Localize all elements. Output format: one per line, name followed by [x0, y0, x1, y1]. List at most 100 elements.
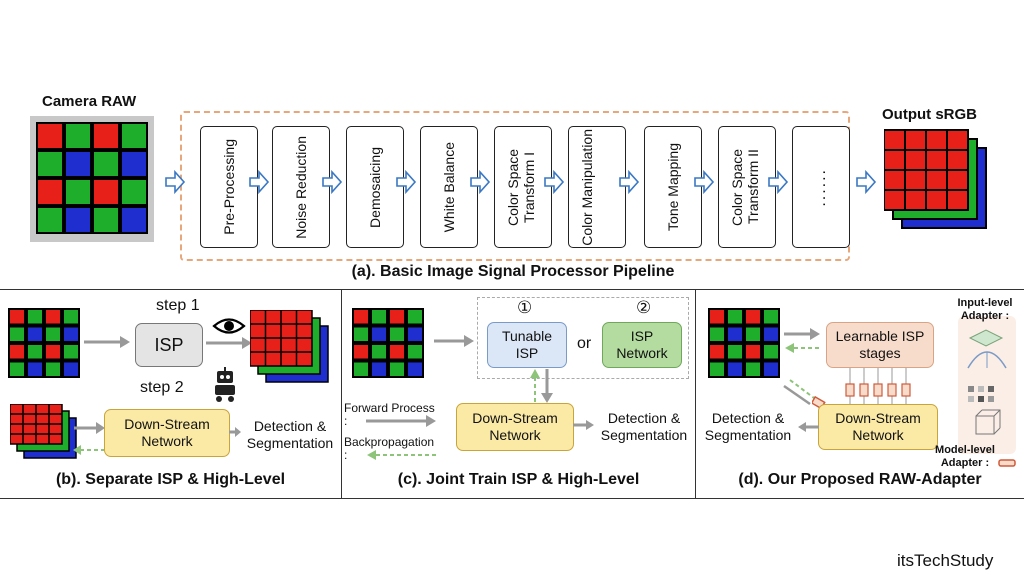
bayer-cell — [28, 327, 42, 341]
bayer-cell — [746, 345, 760, 359]
camera-raw-grid — [30, 116, 154, 242]
input-adapter-panel — [958, 316, 1016, 454]
isp-box: ISP — [135, 323, 203, 367]
bayer-cell — [38, 180, 62, 204]
arrows-c-vertical — [530, 369, 553, 403]
downstream-network-b: Down-Stream Network — [104, 409, 230, 457]
eye-icon — [212, 318, 246, 334]
bayer-cell — [122, 124, 146, 148]
arrow-d-left — [798, 422, 819, 432]
bayer-cell — [372, 327, 386, 341]
adapter-connections — [783, 368, 911, 406]
bayer-cell — [64, 327, 78, 341]
isp-options-frame — [477, 297, 689, 379]
arrow-icon — [396, 169, 417, 195]
caption-b: (b). Separate ISP & High-Level — [55, 471, 286, 488]
arrow-b-right — [229, 427, 241, 437]
bayer-cell — [122, 180, 146, 204]
bayer-cell — [354, 362, 368, 376]
bayer-cell — [710, 310, 724, 324]
bayer-cell — [46, 362, 60, 376]
raw-mosaic-b-icon — [8, 308, 80, 378]
stage-color-space-transform-1: Color Space Transform I — [494, 126, 552, 248]
watermark: itsTechStudy — [897, 551, 994, 570]
bayer-cell — [728, 362, 742, 376]
model-level-adapter-label: Model-level Adapter : — [935, 444, 995, 469]
bayer-cell — [390, 327, 404, 341]
bayer-cell — [728, 327, 742, 341]
divider-horizontal — [0, 289, 1024, 290]
caption-d: (d). Our Proposed RAW-Adapter — [738, 471, 982, 488]
forward-colon: : — [344, 414, 348, 428]
bayer-cell — [408, 345, 422, 359]
bayer-cell — [94, 152, 118, 176]
stage-pre-processing: Pre-Processing — [200, 126, 258, 248]
bayer-cell — [64, 310, 78, 324]
adapter-filters-icon — [967, 329, 1007, 435]
bayer-cell — [746, 327, 760, 341]
bayer-cell — [46, 327, 60, 341]
bayer-cell — [710, 345, 724, 359]
raw-mosaic-d-icon — [708, 308, 780, 378]
stage-color-manipulation: Color Manipulation — [568, 126, 626, 248]
bayer-cell — [66, 180, 90, 204]
bayer-cell — [408, 362, 422, 376]
bayer-cell — [728, 345, 742, 359]
bayer-cell — [372, 345, 386, 359]
camera-raw-label: Camera RAW — [42, 93, 137, 110]
legend-forward-arrow — [366, 415, 436, 427]
bayer-cell — [390, 362, 404, 376]
arrow-icon — [619, 169, 640, 195]
bayer-cell — [46, 310, 60, 324]
output-srgb-stack-icon — [884, 129, 987, 229]
backprop-label: Backpropagation — [344, 435, 435, 449]
arrow-icon — [544, 169, 565, 195]
bayer-cell — [710, 362, 724, 376]
bayer-cell — [354, 327, 368, 341]
arrow-icon — [856, 169, 877, 195]
caption-c: (c). Joint Train ISP & High-Level — [397, 471, 640, 488]
bayer-cell — [764, 345, 778, 359]
bayer-cell — [94, 124, 118, 148]
robot-icon — [215, 367, 235, 402]
arrow-isp-to-srgb — [206, 337, 252, 349]
stage-color-space-transform-2: Color Space Transform II — [718, 126, 776, 248]
divider-vertical-1 — [341, 290, 342, 498]
detection-segmentation-d: Detection & Segmentation — [704, 410, 792, 443]
isp-network-box: ISP Network — [602, 322, 682, 368]
bayer-cell — [372, 310, 386, 324]
bayer-cell — [10, 327, 24, 341]
learnable-isp-stages-box: Learnable ISP stages — [826, 322, 934, 368]
legend-backprop-arrow — [367, 450, 436, 460]
stage-white-balance: White Balance — [420, 126, 478, 248]
output-srgb-label: Output sRGB — [882, 106, 977, 123]
bayer-cell — [354, 345, 368, 359]
stage-noise-reduction: Noise Reduction — [272, 126, 330, 248]
bayer-cell — [408, 310, 422, 324]
bayer-cell — [38, 124, 62, 148]
bayer-cell — [94, 180, 118, 204]
bayer-cell — [710, 327, 724, 341]
tunable-isp-box: Tunable ISP — [487, 322, 567, 368]
pipeline-arrows — [165, 169, 877, 195]
bayer-cell — [10, 345, 24, 359]
bayer-cell — [10, 310, 24, 324]
option-1-number: ① — [517, 298, 533, 317]
camera-raw-mosaic-icon — [30, 116, 154, 242]
downstream-network-c: Down-Stream Network — [456, 403, 574, 451]
bayer-cell — [10, 362, 24, 376]
bayer-cell — [746, 310, 760, 324]
bayer-cell — [746, 362, 760, 376]
bayer-cell — [64, 362, 78, 376]
bayer-cell — [408, 327, 422, 341]
bayer-cell — [46, 345, 60, 359]
bayer-cell — [764, 327, 778, 341]
bayer-cell — [354, 310, 368, 324]
arrow-raw-to-isp-c — [434, 335, 474, 347]
arrow-icon — [470, 169, 491, 195]
input-level-adapter-label: Input-level Adapter : — [957, 297, 1013, 322]
forward-process-label: Forward Process — [344, 401, 435, 415]
arrows-b-left — [73, 422, 105, 455]
arrow-icon — [768, 169, 789, 195]
arrow-icon — [165, 169, 186, 195]
